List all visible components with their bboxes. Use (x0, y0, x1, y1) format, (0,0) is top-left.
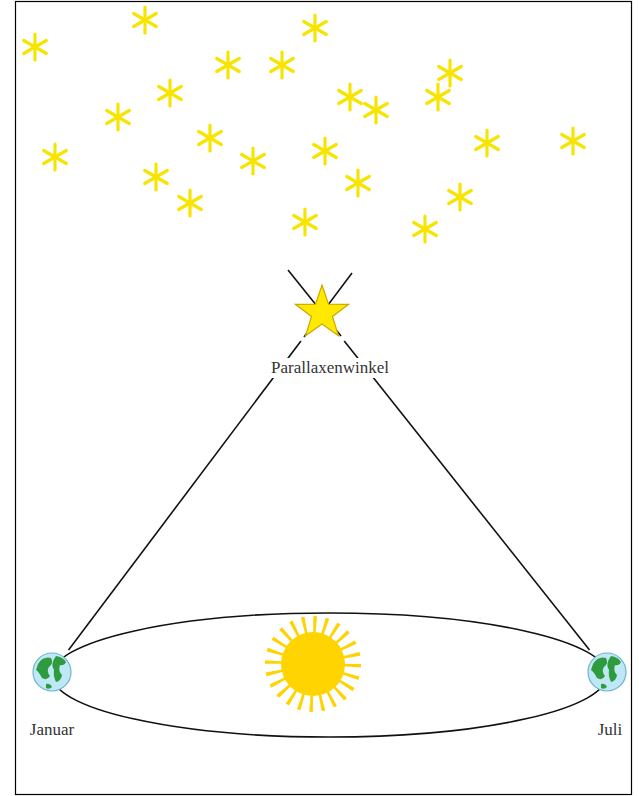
earth-symbol (30, 650, 74, 694)
month-label: Januar (30, 720, 74, 740)
earth-symbol (585, 650, 629, 694)
sun (274, 625, 352, 703)
target-star: Parallaxenwinkel (294, 285, 350, 341)
sight-line (69, 341, 301, 650)
star-symbol (294, 285, 350, 341)
month-label: Juli (598, 720, 623, 740)
frame (16, 2, 632, 795)
earth-position: Juli (585, 650, 629, 694)
background-stars (24, 7, 585, 242)
sight-line (344, 341, 589, 650)
angle-label: Parallaxenwinkel (268, 358, 392, 378)
sight-line-extension (288, 270, 352, 337)
earth-orbit (52, 613, 607, 737)
earth-position: Januar (30, 650, 74, 694)
